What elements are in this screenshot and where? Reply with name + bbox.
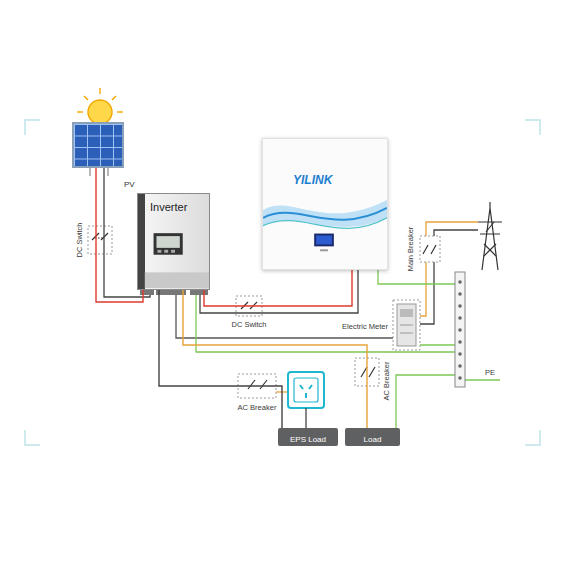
load-wire — [305, 408, 306, 428]
electric-meter — [393, 300, 420, 350]
node-label: Inverter — [150, 201, 187, 213]
grid-wire — [176, 295, 393, 338]
power-tower — [478, 202, 502, 270]
meter-label: Electric Meter — [341, 323, 389, 331]
wire-connector — [96, 168, 143, 302]
switch-label: DC Switch — [76, 221, 84, 258]
breaker-label: AC Breaker — [383, 361, 391, 402]
socket-icon — [288, 372, 324, 408]
node-label: YILINK — [293, 173, 332, 187]
main-breaker-symbol — [420, 236, 440, 262]
grid-wire — [420, 230, 478, 324]
dc-switch-symbol — [88, 226, 112, 254]
battery-box: YILINK — [262, 138, 388, 270]
node-label: Load — [364, 431, 382, 449]
load-box: EPS Load — [278, 428, 338, 446]
node-label: PV — [124, 180, 135, 189]
inverter-box: Inverter — [137, 193, 210, 290]
frame-corner — [25, 120, 540, 445]
grid-wire — [420, 222, 478, 316]
switch-label: DC Switch — [230, 321, 267, 329]
earth-wire — [196, 270, 500, 428]
battery-wire — [200, 270, 358, 313]
load-box: Load — [345, 428, 400, 446]
node-label: EPS Load — [290, 431, 326, 449]
terminal-block — [140, 290, 208, 295]
panel-stand — [90, 168, 108, 176]
breaker-label: Main Breaker — [407, 226, 415, 273]
earth-label: PE — [484, 369, 496, 377]
wire-connector — [183, 290, 367, 428]
wire-connector — [204, 270, 352, 306]
wire-connector — [159, 290, 282, 428]
device-detail — [263, 139, 387, 269]
earth-busbar — [455, 272, 465, 387]
solar-panel: PV — [72, 122, 124, 168]
breaker-label: AC Breaker — [237, 404, 278, 412]
